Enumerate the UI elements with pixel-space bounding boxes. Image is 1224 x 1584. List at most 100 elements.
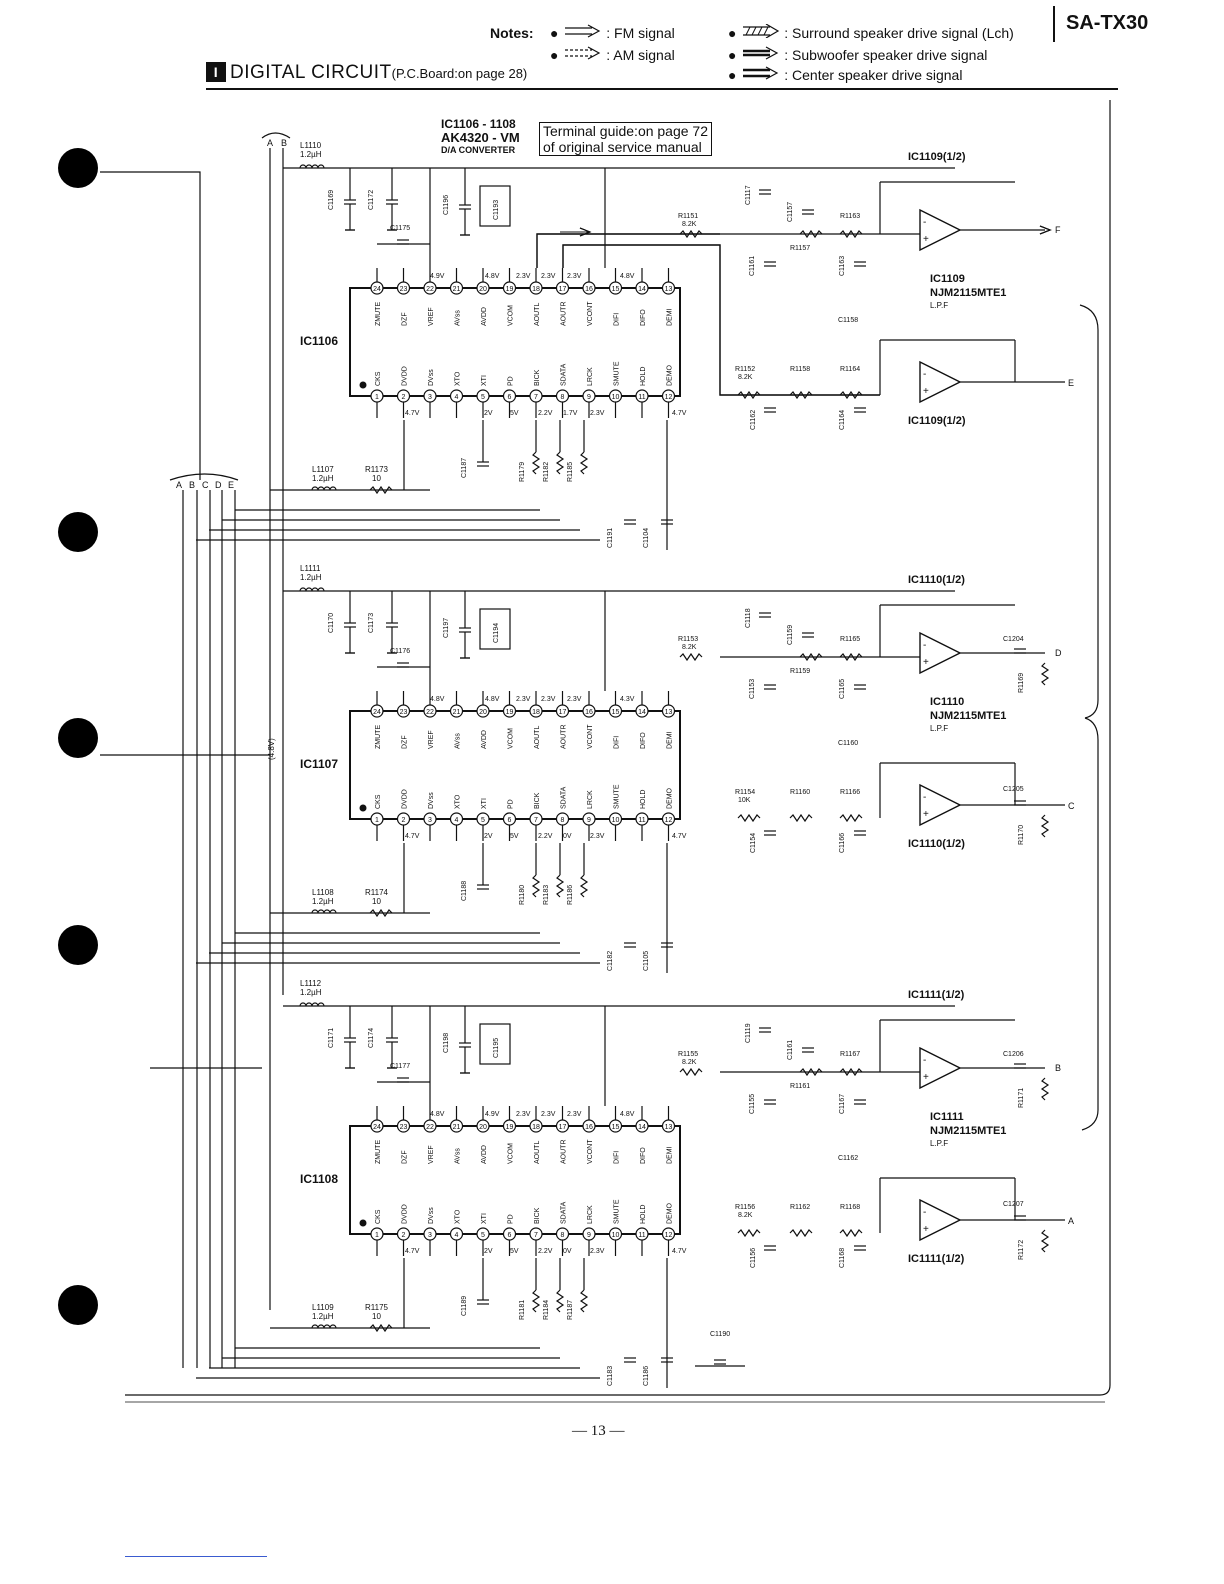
resistor-symbol: [579, 874, 589, 898]
block-1-inductor-in-label: L1110: [300, 141, 322, 150]
block-3-voltage-top: 4.9V: [485, 1111, 500, 1118]
block-2-pin-num-16: 16: [585, 709, 593, 716]
block-3-pin-num-24: 24: [373, 1124, 381, 1131]
block-3-inductor-in-label: L1112: [300, 979, 322, 988]
bus-bracket: [261, 132, 291, 139]
resistor-symbol: [789, 813, 813, 823]
block-2-pin-name-AOUTR: AOUTR: [561, 725, 568, 750]
inductor-symbol: [299, 587, 325, 592]
block-2-pin-name-BICK: BICK: [534, 792, 541, 809]
block-1-cap-label: C1161: [749, 256, 756, 276]
block-2-pin-num-22: 22: [426, 709, 434, 716]
block-2-resistor-bottom-label: R1154: [735, 789, 755, 796]
block-2-pin1-marker: [359, 804, 367, 812]
block-3-opamp-func: L.P.F: [930, 1139, 948, 1148]
block-3-opamp-minus: -: [923, 1055, 926, 1066]
block-1-voltage-bottom: 2.2V: [538, 410, 553, 417]
block-2-pin-num-14: 14: [638, 709, 646, 716]
block-2-voltage-bottom: 2V: [484, 833, 493, 840]
block-1-pin-num-22: 22: [426, 286, 434, 293]
resistor-symbol: [839, 229, 863, 239]
block-3-pin-name-BICK: BICK: [534, 1207, 541, 1224]
block-1-pin-name-AOUTR: AOUTR: [561, 302, 568, 327]
block-3-cap-label: C1161: [787, 1040, 794, 1060]
block-1-opamp-plus: +: [923, 234, 929, 245]
block-3-voltage-top: 4.8V: [620, 1111, 635, 1118]
block-2-pin-name-DVDD: DVDD: [402, 789, 409, 809]
fm-arrow-icon: [565, 24, 601, 38]
block-1-cap-label: C1162: [750, 410, 757, 430]
block-1-cap-label: C1196: [443, 195, 450, 215]
block-3-resistor-top-label: R1155: [678, 1051, 698, 1058]
block-3-pin-num-1: 1: [375, 1232, 379, 1239]
block-2-cap-label: C1166: [839, 833, 846, 853]
resistor-symbol: [579, 451, 589, 475]
block-1-signal-path-bottom: [562, 244, 880, 396]
block-1-pin-name-DZF: DZF: [402, 312, 409, 326]
block-3-resistor-label: R1168: [840, 1204, 860, 1211]
block-2-voltage-bottom: 2.3V: [590, 833, 605, 840]
block-1-pin-num-7: 7: [534, 394, 538, 401]
resistor-symbol: [799, 229, 823, 239]
block-1-opamp-top-label: IC1109(1/2): [908, 151, 966, 163]
block-1-signal-path-top: [536, 233, 720, 268]
page-number: — 13 —: [572, 1423, 625, 1439]
block-1-opamp-name: IC1109: [930, 273, 965, 285]
binder-hole-2: [58, 512, 98, 552]
block-1-cap-label: C1157: [787, 202, 794, 222]
block-1-inductor-in-value: 1.2µH: [300, 150, 322, 159]
block-3-voltage-bottom: 2.2V: [538, 1248, 553, 1255]
block-2-pin-num-19: 19: [506, 709, 514, 716]
block-2-pin-name-XTO: XTO: [455, 794, 462, 809]
bus-label-B: B: [281, 138, 287, 148]
block-2-pin-num-23: 23: [400, 709, 408, 716]
resistor-symbol: [1040, 662, 1050, 686]
block-3-pin-name-DEMI: DEMI: [667, 1146, 674, 1164]
block-3-cap-label: C1207: [1003, 1201, 1024, 1208]
block-2-cap-label: C1170: [328, 613, 335, 633]
block-3-signal-path-top: [536, 233, 720, 268]
block-2-pin-name-AVss: AVss: [455, 733, 462, 749]
block-1-cap-label: C1175: [390, 225, 410, 232]
block-2-pin-name-SMUTE: SMUTE: [614, 784, 621, 809]
block-3-pin-num-22: 22: [426, 1124, 434, 1131]
block-1-cap-label: C1104: [643, 528, 650, 548]
block-2-voltage-top: 4.3V: [620, 696, 635, 703]
block-2-resistor-label: R1165: [840, 636, 860, 643]
block-1-cap-box: [479, 185, 511, 227]
block-1-resistor-top-value: 8.2K: [682, 221, 697, 228]
block-1-pin-name-AOUTL: AOUTL: [534, 303, 541, 326]
block-2-opamp-part: NJM2115MTE1: [930, 710, 1006, 722]
block-1-resistor-label: R1182: [543, 462, 550, 482]
block-1-resistor-bottom: [737, 390, 761, 400]
binder-hole-5: [58, 1285, 98, 1325]
block-2-cap-label: C1153: [749, 679, 756, 699]
block-3-pin-num-2: 2: [402, 1232, 406, 1239]
block-1-output-label-top: F: [1055, 225, 1061, 235]
block-3-cap-label: C1183: [607, 1366, 614, 1386]
block-2-opamp-bottom-symbol: [919, 783, 962, 827]
block-2-resistor-top: [679, 652, 703, 662]
block-3-resistor-out-value: 10: [372, 1312, 381, 1321]
block-2-cap-label: C1182: [607, 951, 614, 971]
resistor-symbol: [839, 652, 863, 662]
block-2-pin-name-DEMO: DEMO: [667, 787, 674, 809]
block-3-resistor-bottom-value: 8.2K: [738, 1212, 753, 1219]
block-3-voltage-bottom: 2V: [484, 1248, 493, 1255]
block-2-pin-name-VCONT: VCONT: [587, 724, 594, 749]
block-1-voltage-bottom: 5V: [510, 410, 519, 417]
bus-label-D: D: [215, 480, 222, 490]
block-2-resistor-out: [369, 908, 393, 918]
block-2-opamp-name: IC1110: [930, 696, 964, 708]
block-2-opamp-func: L.P.F: [930, 724, 948, 733]
block-1-voltage-top: 4.9V: [430, 273, 445, 280]
block-3-pin-name-XTO: XTO: [455, 1209, 462, 1224]
block-2-voltage-top: 4.8V: [485, 696, 500, 703]
resistor-symbol: [531, 1289, 541, 1313]
block-3-cap-label: C1168: [839, 1248, 846, 1268]
block-3-pin-num-3: 3: [428, 1232, 432, 1239]
block-1-resistor-label: R1185: [567, 462, 574, 482]
block-1-voltage-bottom: 1.7V: [563, 410, 578, 417]
block-3-cap-label: C1189: [461, 1296, 468, 1316]
block-3-pin-num-18: 18: [532, 1124, 540, 1131]
